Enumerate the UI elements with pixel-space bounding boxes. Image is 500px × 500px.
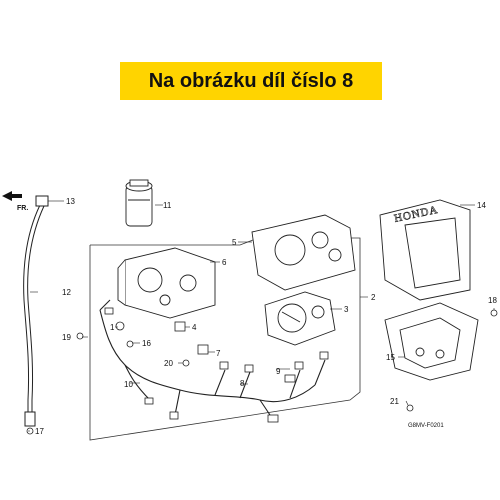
callout-14: 14 [477,201,486,210]
callout-9: 9 [276,367,281,376]
callout-17: 17 [35,427,44,436]
callout-19: 19 [62,333,71,342]
bulb-socket-part [125,179,153,227]
front-direction-arrow: FR. [2,191,28,212]
callout-11: 11 [163,201,172,210]
callout-16: 16 [142,339,151,348]
callout-7: 7 [216,349,221,358]
meter-cover [251,214,356,291]
callout-15: 15 [386,353,395,362]
callout-3: 3 [344,305,349,314]
title-text: Na obrázku díl číslo 8 [148,69,354,92]
meter-unit [264,291,336,346]
headlight-case-honda: HONDA [379,199,471,301]
tray-case [384,302,479,381]
lower-meter-case [117,247,216,319]
harness-connectors [104,307,329,423]
diagram-code: G8MV-F0201 [408,423,444,429]
title-banner: Na obrázku díl číslo 8 [120,62,382,100]
callout-2: 2 [371,293,376,302]
wire-harness [99,299,326,419]
assembly-outline [89,237,361,441]
callout-12: 12 [62,288,71,297]
callout-5: 5 [232,238,237,247]
callout-8: 8 [240,379,245,388]
callout-4: 4 [192,323,197,332]
direction-label: FR. [17,205,28,212]
callout-6: 6 [222,258,227,267]
callout-1: 1 [110,323,115,332]
callout-13: 13 [66,197,75,206]
callout-numbers: 1 2 3 4 5 6 7 8 9 10 11 12 13 14 15 16 1… [35,197,497,436]
callout-21: 21 [390,397,399,406]
callout-10: 10 [124,380,133,389]
leader-lines [28,200,495,432]
callout-20: 20 [164,359,173,368]
speedometer-cable [23,195,49,427]
callout-18: 18 [488,296,497,305]
